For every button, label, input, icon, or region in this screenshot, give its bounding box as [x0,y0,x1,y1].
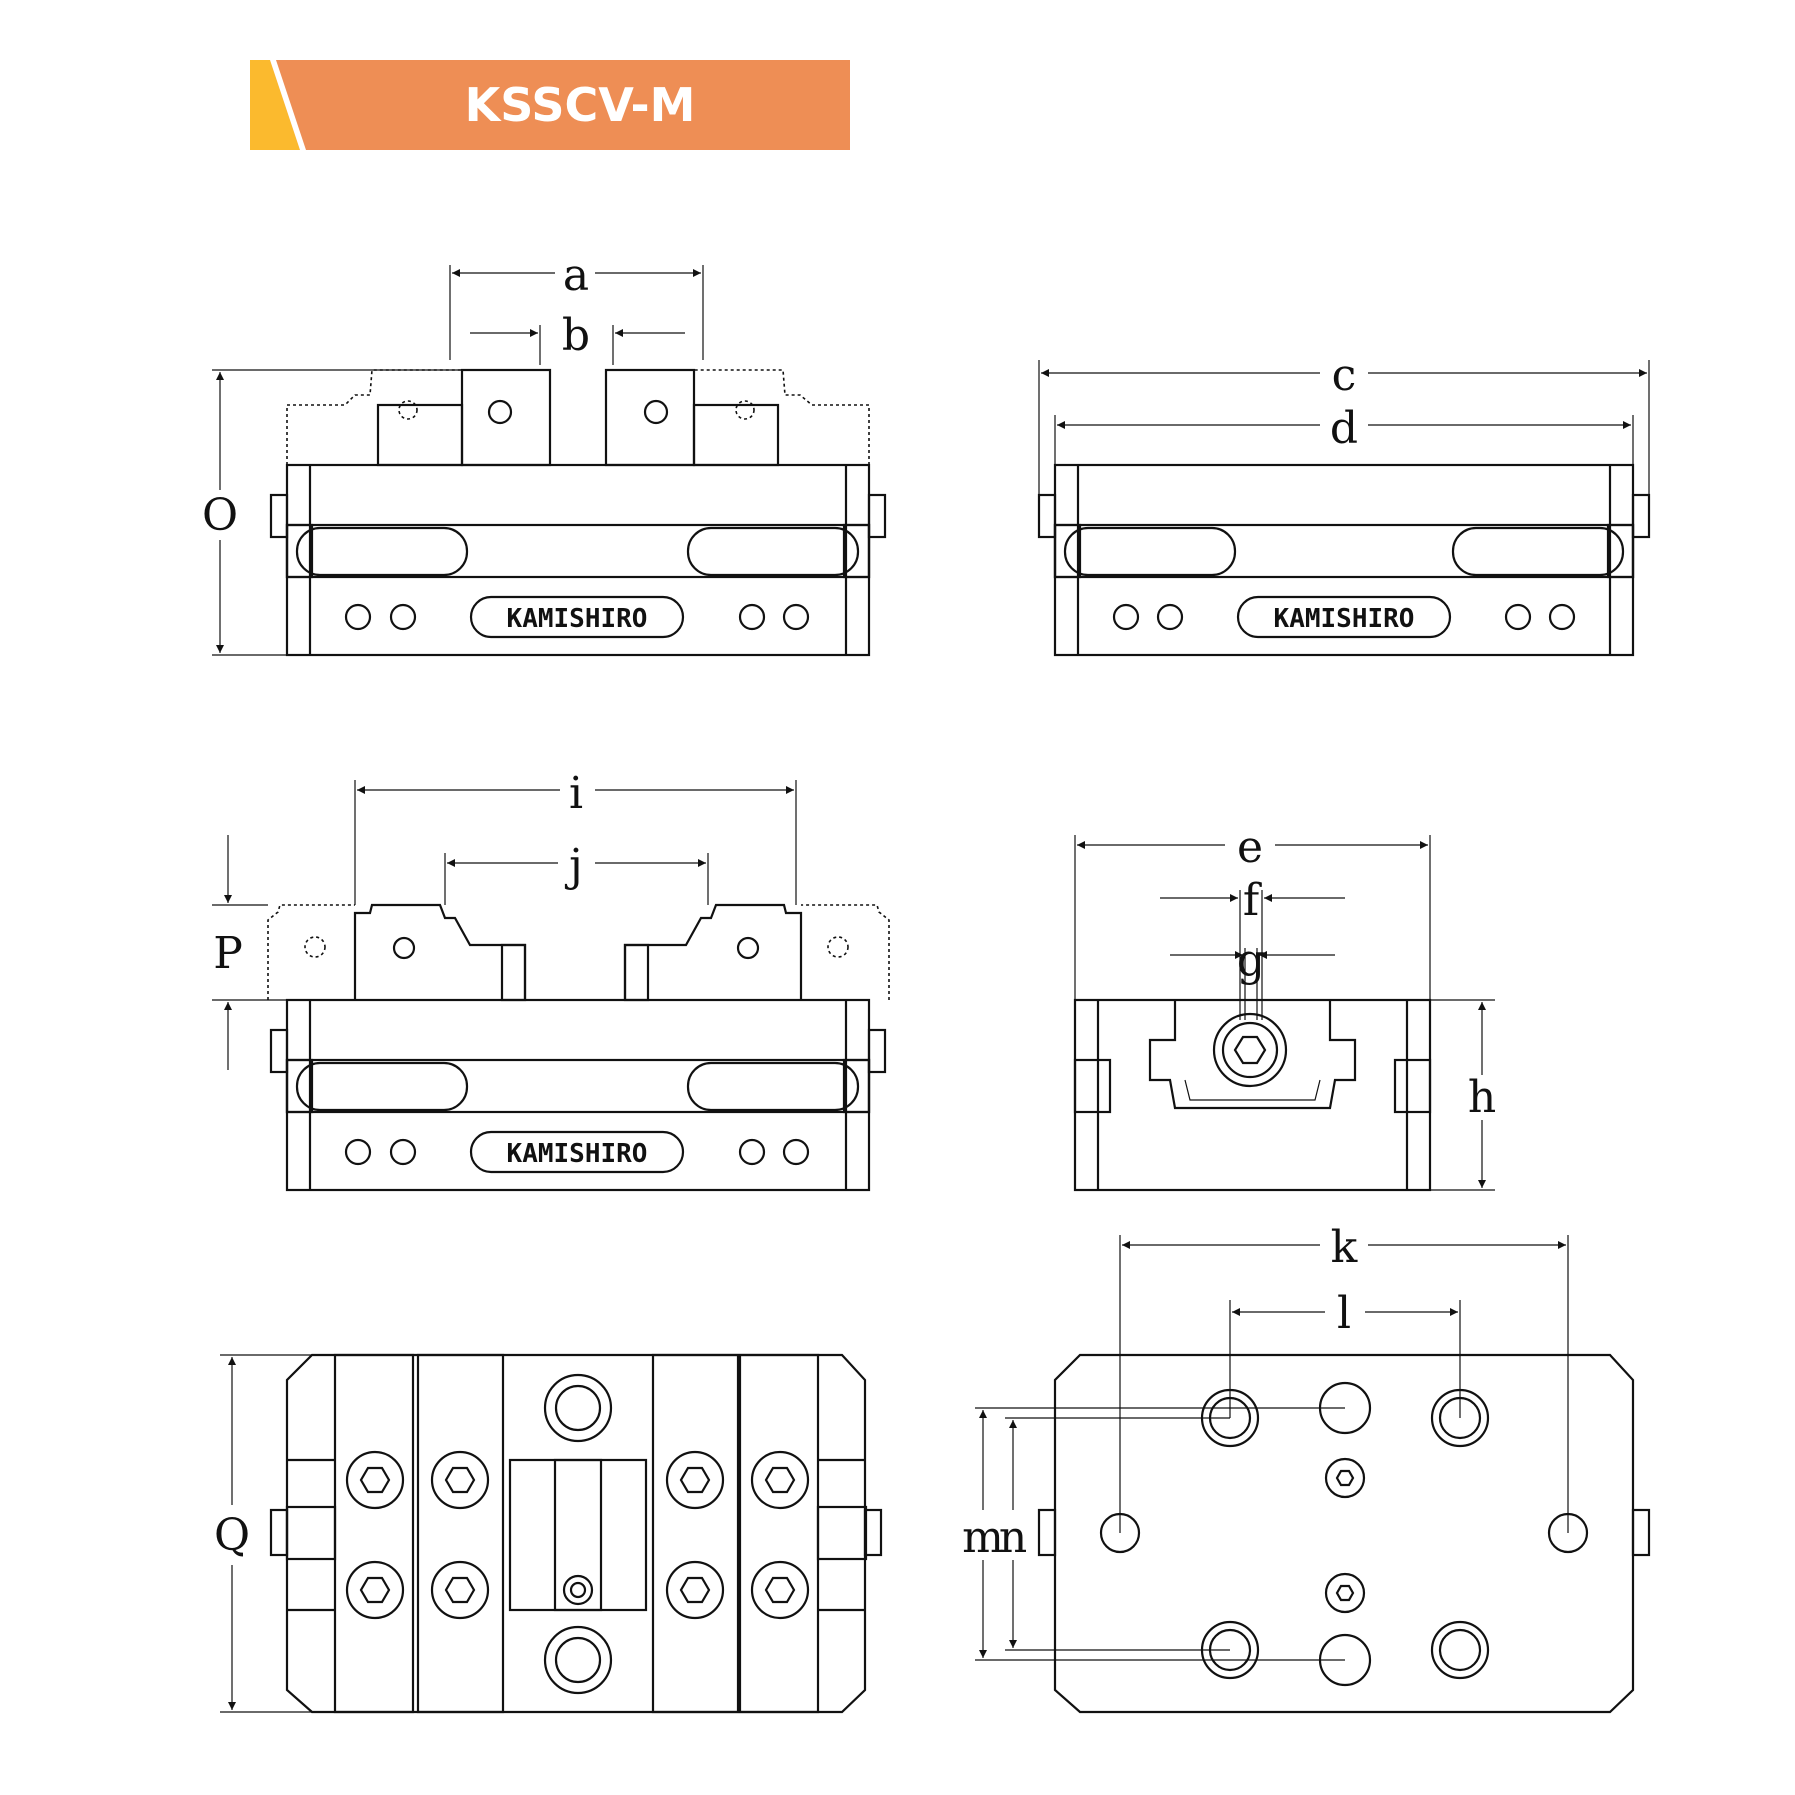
dim-P-label: P [213,928,243,979]
dim-h-label: h [1468,1072,1496,1123]
dim-c-label: c [1332,350,1357,401]
side-view: KAMISHIRO c d [1037,350,1651,657]
product-title: KSSCV-M [464,78,696,132]
dim-a-label: a [563,250,589,301]
front-view-closed: KAMISHIRO O a b [202,250,887,657]
dim-O-label: O [202,490,238,541]
dim-d-label: d [1330,403,1358,454]
dim-n-label: n [999,1512,1027,1563]
end-view: e f g h [1073,822,1496,1192]
banner-graphic [250,60,850,150]
front-view-open: KAMISHIRO i j P [212,768,890,1192]
dim-j-label: j [564,840,583,891]
dim-g-label: g [1237,935,1265,986]
dim-b-label: b [562,310,590,361]
dim-i-label: i [569,768,583,819]
brand-label: KAMISHIRO [507,604,648,634]
dim-k-label: k [1331,1222,1358,1273]
dim-m-label: m [962,1512,1004,1563]
brand-plate [1236,595,1452,639]
dim-e-label: e [1237,822,1263,873]
brand-label: KAMISHIRO [1274,604,1415,634]
brand-plate [469,595,685,639]
brand-plate [469,1130,685,1174]
title-banner: KSSCV-M [250,60,850,150]
dim-l-label: l [1337,1288,1351,1339]
top-view: Q [214,1353,883,1714]
brand-label: KAMISHIRO [507,1139,648,1169]
dim-f-label: f [1243,875,1262,926]
dim-Q-label: Q [214,1510,250,1561]
bottom-view: k l m n [962,1222,1651,1714]
